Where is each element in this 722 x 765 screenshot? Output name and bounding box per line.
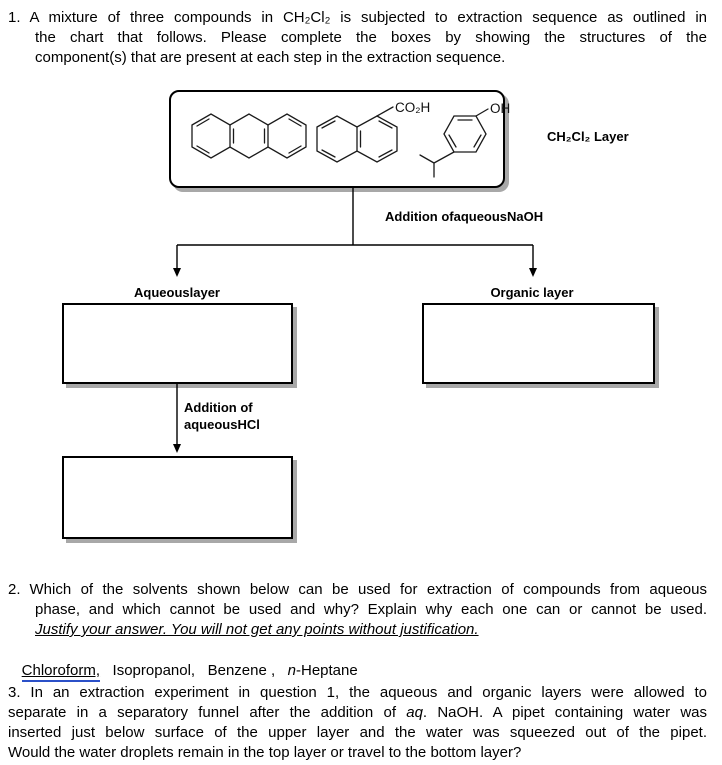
question-2-line-3: Justify your answer. You will not get an… — [35, 620, 707, 640]
solvent-n-italic: n — [287, 662, 296, 679]
question-2-line-2: phase, and which cannot be used and why?… — [35, 601, 707, 618]
question-2-line-1: 2. Which of the solvents shown below can … — [8, 580, 707, 600]
arrowhead-hcl — [173, 444, 181, 453]
organic-layer-answer-box[interactable] — [422, 303, 655, 384]
justify-warning-text: Justify your answer. You will not get an… — [35, 621, 479, 638]
solvent-heptane: -Heptane — [296, 662, 358, 679]
question-1-text-1: A mixture of three compounds in CH₂Cl₂ i… — [29, 9, 707, 26]
aq-italic: aq — [406, 704, 423, 721]
solvent-list-line: Chloroform, Isopropanol, Benzene , n-Hep… — [5, 641, 707, 701]
aqueous-layer-answer-box[interactable] — [62, 303, 293, 384]
question-3-line-2: separate in a separatory funnel after th… — [8, 703, 707, 723]
arrowhead-organic — [529, 268, 537, 277]
question-3-line-2a: separate in a separatory funnel after th… — [8, 704, 407, 721]
question-3-line-4: Would the water droplets remain in the t… — [8, 744, 522, 761]
mixture-box — [169, 90, 505, 188]
solvent-chloroform: Chloroform, — [21, 662, 101, 682]
aqueous-layer-label: Aqueouslayer — [134, 285, 220, 300]
question-1-line-2: the chart that follows. Please complete … — [35, 29, 707, 46]
hcl-addition-label-line-1: Addition of — [184, 400, 253, 415]
question-2-text-1: Which of the solvents shown below can be… — [29, 581, 707, 598]
question-1-line-3: component(s) that are present at each st… — [35, 49, 506, 66]
question-3-line-2c: . NaOH. A pipet containing water was — [422, 704, 707, 721]
question-2-number: 2. — [8, 581, 21, 598]
solvent-list-middle: Isopropanol, Benzene , — [100, 662, 288, 679]
ch2cl2-layer-label: CH₂Cl₂ Layer — [547, 129, 629, 144]
question-1-line-1: 1. A mixture of three compounds in CH₂Cl₂… — [8, 8, 707, 28]
question-1-number: 1. — [8, 9, 21, 26]
hcl-addition-label-line-2: aqueousHCl — [184, 417, 260, 432]
question-3-line-1: 3. In an extraction experiment in questi… — [8, 684, 707, 701]
after-hcl-answer-box[interactable] — [62, 456, 293, 539]
question-3-line-3: inserted just below surface of the upper… — [8, 724, 707, 741]
organic-layer-label: Organic layer — [490, 285, 574, 300]
arrowhead-aqueous — [173, 268, 181, 277]
hcl-addition-label: Addition of aqueousHCl — [184, 399, 260, 433]
naoh-addition-label: Addition ofaqueousNaOH — [385, 209, 544, 224]
